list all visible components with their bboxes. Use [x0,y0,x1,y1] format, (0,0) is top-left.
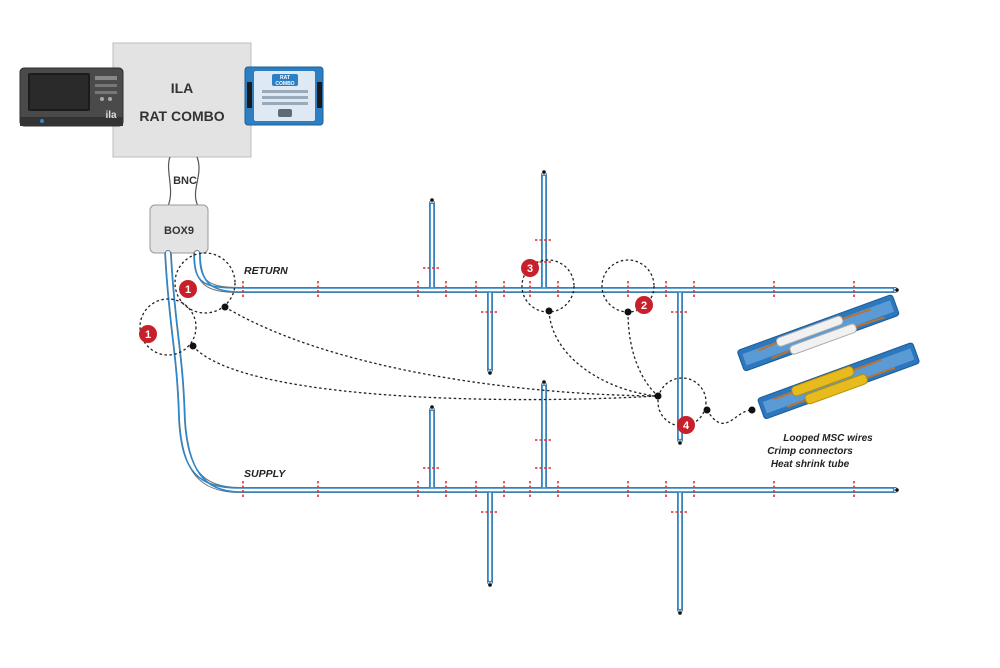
svg-text:1: 1 [185,284,191,296]
svg-text:1: 1 [145,329,151,341]
rat-combo-line2: COMBO [275,81,294,87]
supply-joints [242,439,855,513]
marker-1a: 1 [179,280,197,298]
marker-2: 2 [635,296,653,314]
reader-device-icon: ila [19,67,124,127]
crimp-connector-illustration [737,294,920,420]
marker-3: 3 [521,259,539,277]
connector-notes: Looped MSC wires Crimp connectors Heat s… [767,433,873,470]
bnc-label: BNC [173,175,197,187]
return-label: RETURN [244,265,288,277]
ila-rat-combo-unit: ILA RAT COMBO [112,42,252,158]
svg-text:2: 2 [641,300,647,312]
note-looped-msc: Looped MSC wires [783,433,873,444]
rat-combo-panel-icon: RAT COMBO [244,66,324,126]
callout-dots [189,303,756,414]
svg-text:3: 3 [527,263,533,275]
main-unit-line2: RAT COMBO [139,108,224,124]
note-crimp: Crimp connectors [767,446,853,457]
rat-combo-line1: RAT [280,75,290,81]
marker-4: 4 [677,416,695,434]
detail-callouts [139,252,753,427]
marker-1b: 1 [139,325,157,343]
box9-label: BOX9 [164,225,194,237]
pipe-network [164,170,899,615]
box9: BOX9 [149,204,209,254]
note-heat-shrink: Heat shrink tube [771,459,850,470]
return-joints [242,239,855,313]
reader-logo: ila [105,110,117,121]
svg-text:4: 4 [683,420,690,432]
bnc-cables [167,156,200,207]
main-unit-line1: ILA [171,80,194,96]
supply-label: SUPPLY [244,468,286,480]
